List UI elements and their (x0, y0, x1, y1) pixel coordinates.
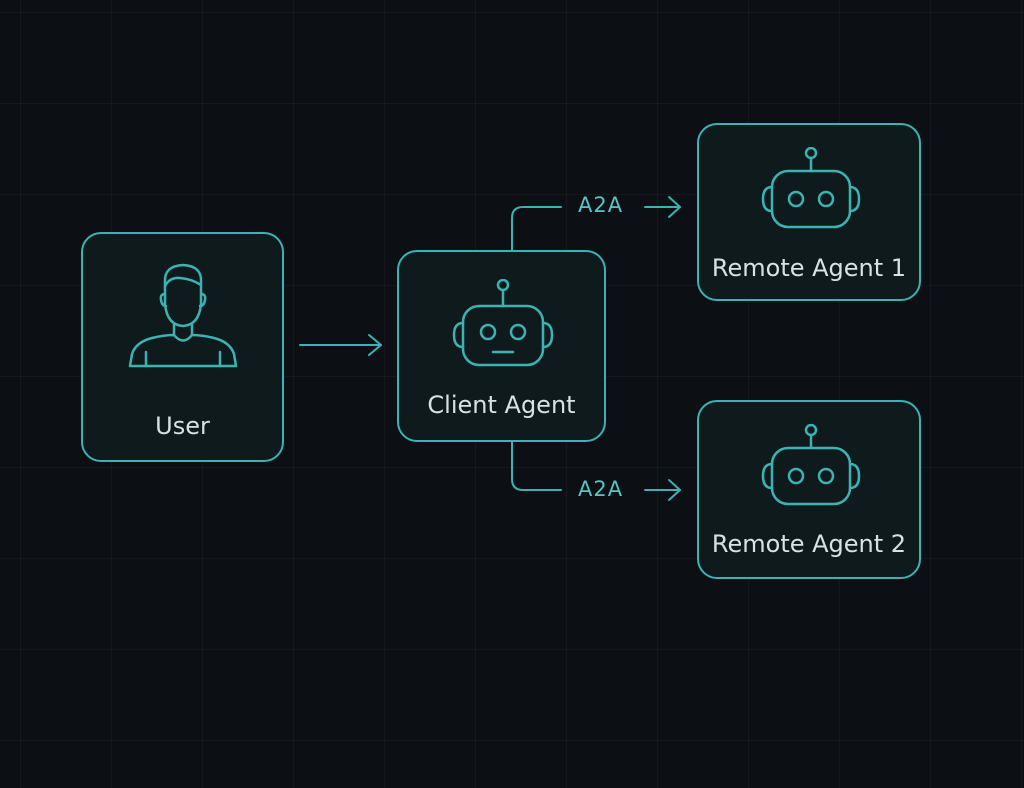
arrowhead-icon (668, 196, 681, 218)
edge-client-to-remote-2 (511, 440, 681, 501)
arrowhead-icon (368, 334, 382, 356)
edge-client-to-remote-1 (511, 196, 681, 251)
user-label: User (155, 412, 210, 440)
remote-agent-1-node[interactable]: Remote Agent 1 (697, 123, 921, 301)
robot-icon (452, 279, 554, 367)
robot-icon (761, 147, 861, 229)
edge-user-to-client-agent (299, 334, 382, 356)
remote-agent-2-label: Remote Agent 2 (711, 530, 907, 558)
edge-label-a2a-1: A2A (578, 193, 624, 217)
robot-icon (761, 424, 861, 506)
user-icon (128, 263, 238, 368)
client-agent-node[interactable]: Client Agent (397, 250, 606, 442)
arrowhead-icon (668, 479, 681, 501)
client-agent-label: Client Agent (427, 391, 576, 419)
remote-agent-1-label: Remote Agent 1 (711, 254, 907, 282)
remote-agent-2-node[interactable]: Remote Agent 2 (697, 400, 921, 579)
user-node[interactable]: User (81, 232, 284, 462)
edge-label-a2a-2: A2A (578, 477, 624, 501)
